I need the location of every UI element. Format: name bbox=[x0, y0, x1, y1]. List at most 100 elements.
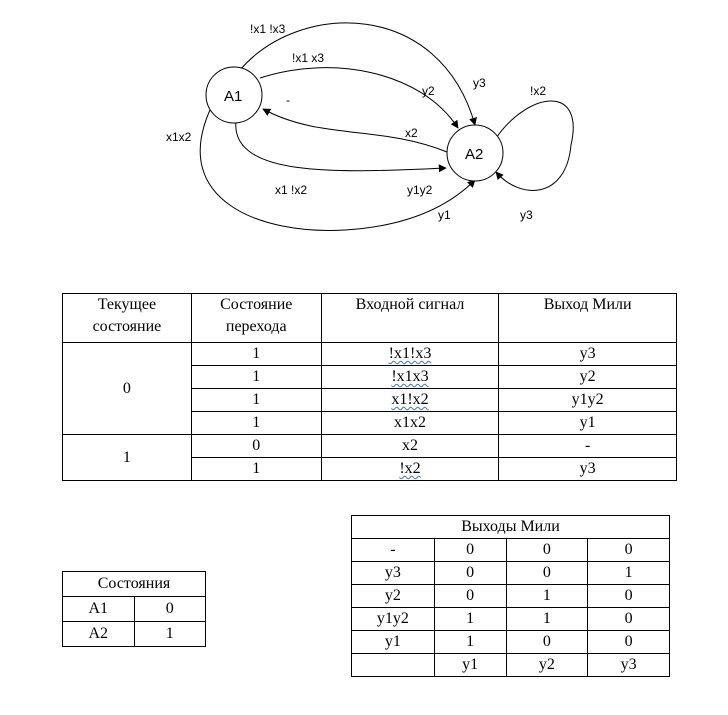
bit-cell: 0 bbox=[587, 630, 670, 654]
state-a1-circle bbox=[205, 66, 263, 124]
state-a2-label: A2 bbox=[465, 146, 483, 163]
bit-cell: 0 bbox=[587, 584, 670, 608]
next-state-cell: 1 bbox=[190, 365, 322, 389]
state-code-cell: 0 bbox=[133, 596, 207, 622]
header-input: Входной сигнал bbox=[320, 293, 500, 343]
mealy-table-title: Выходы Мили bbox=[351, 515, 670, 539]
edge-label-y1: y1 bbox=[438, 208, 451, 222]
bit-cell: 0 bbox=[433, 584, 507, 608]
table-row: 1 !x1x3 y2 bbox=[63, 365, 677, 389]
next-state-cell: 1 bbox=[190, 342, 322, 366]
footer-cell bbox=[351, 653, 435, 677]
input-value: !x1!x3 bbox=[388, 345, 432, 362]
bit-cell: 1 bbox=[433, 630, 507, 654]
edge-a1-a2-not-x1-not-x3 bbox=[239, 22, 477, 126]
output-cell: y3 bbox=[498, 342, 677, 366]
state-name-cell: A1 bbox=[62, 596, 135, 622]
header-next-state: Состояние перехода bbox=[190, 293, 322, 343]
header-current-state-line-1: Текущее bbox=[97, 296, 157, 313]
table-row: 1 !x2 y3 bbox=[63, 457, 677, 481]
input-cell: x2 bbox=[320, 434, 500, 458]
edge-label-y1y2: y1y2 bbox=[407, 183, 433, 197]
table-row: y2 0 1 0 bbox=[351, 584, 670, 608]
next-state-cell: 1 bbox=[190, 411, 322, 435]
input-value: !x2 bbox=[399, 460, 421, 477]
transition-table: Текущее состояние Состояние перехода Вхо… bbox=[62, 293, 677, 481]
bit-cell: 0 bbox=[505, 630, 589, 654]
edge-label-x1-not-x2: x1 !x2 bbox=[275, 183, 307, 197]
table-row: - 0 0 0 bbox=[351, 538, 670, 562]
table-row: 1 0 x2 - bbox=[62, 434, 677, 481]
table-row: y1y2 1 1 0 bbox=[351, 607, 670, 631]
header-next-state-line-1: Состояние bbox=[220, 296, 293, 313]
edge-label-dash: - bbox=[286, 93, 290, 107]
header-current-state-line-2: состояние bbox=[92, 318, 162, 335]
input-value: x1!x2 bbox=[391, 391, 429, 408]
output-name-cell: y1 bbox=[351, 630, 435, 654]
mealy-table-title-row: Выходы Мили bbox=[351, 515, 670, 539]
states-table: Состояния A1 0 A2 1 bbox=[62, 571, 207, 647]
edge-label-not-x1-x3: !x1 x3 bbox=[292, 51, 324, 65]
footer-cell: y2 bbox=[505, 653, 589, 677]
table-row: 0 1 !x1!x3 y3 bbox=[62, 342, 677, 435]
output-cell: y1 bbox=[498, 411, 677, 435]
mealy-outputs-table: Выходы Мили - 0 0 0 y3 0 0 1 y2 0 1 0 y1… bbox=[351, 515, 670, 677]
edge-label-x1x2: x1x2 bbox=[166, 130, 192, 144]
output-cell: y3 bbox=[498, 457, 677, 481]
input-cell: x1!x2 bbox=[320, 388, 500, 412]
bit-cell: 1 bbox=[587, 561, 670, 585]
edge-a2-loop-not-x2 bbox=[495, 100, 574, 191]
state-a1-label: A1 bbox=[224, 88, 242, 105]
edge-label-y3-top: y3 bbox=[473, 76, 486, 90]
bit-cell: 1 bbox=[505, 607, 589, 631]
input-value: !x1x3 bbox=[391, 368, 429, 385]
bit-cell: 0 bbox=[433, 561, 507, 585]
input-cell: x1x2 bbox=[320, 411, 500, 435]
edge-label-y2: y2 bbox=[422, 84, 435, 98]
edge-label-not-x1-not-x3: !x1 !x3 bbox=[250, 22, 286, 36]
current-state-cell: 1 bbox=[62, 434, 192, 481]
current-state-cell: 0 bbox=[62, 342, 192, 435]
footer-cell: y1 bbox=[433, 653, 507, 677]
table-row: A1 0 bbox=[62, 596, 207, 622]
input-cell: !x1x3 bbox=[320, 365, 500, 389]
state-diagram: A1 A2 !x1 !x3 !x1 x3 y3 y2 !x2 - x2 x1x2… bbox=[166, 22, 574, 231]
next-state-cell: 0 bbox=[190, 434, 322, 458]
output-name-cell: y3 bbox=[351, 561, 435, 585]
header-output: Выход Мили bbox=[498, 293, 677, 343]
bit-cell: 1 bbox=[433, 607, 507, 631]
bit-cell: 1 bbox=[505, 584, 589, 608]
bit-cell: 0 bbox=[505, 561, 589, 585]
next-state-cell: 1 bbox=[190, 457, 322, 481]
mealy-table-footer-row: y1 y2 y3 bbox=[351, 653, 670, 677]
bit-cell: 0 bbox=[587, 607, 670, 631]
edge-label-not-x2: !x2 bbox=[530, 84, 546, 98]
header-next-state-line-2: перехода bbox=[225, 318, 287, 335]
output-name-cell: y1y2 bbox=[351, 607, 435, 631]
table-row: 1 x1x2 y1 bbox=[63, 411, 677, 435]
input-cell: !x1!x3 bbox=[320, 342, 500, 366]
edge-label-y3-loop: y3 bbox=[520, 208, 533, 222]
state-a2-circle bbox=[446, 124, 504, 182]
edge-a1-a2-x1x2 bbox=[199, 109, 476, 231]
edge-a1-a2-not-x1-x3 bbox=[259, 67, 459, 129]
output-cell: - bbox=[498, 434, 677, 458]
header-current-state: Текущее состояние bbox=[62, 293, 192, 343]
bit-cell: 0 bbox=[587, 538, 670, 562]
output-cell: y2 bbox=[498, 365, 677, 389]
states-table-title-row: Состояния bbox=[62, 571, 206, 597]
states-table-title: Состояния bbox=[62, 571, 206, 597]
bit-cell: 0 bbox=[505, 538, 589, 562]
output-name-cell: - bbox=[351, 538, 435, 562]
table-row: y1 1 0 0 bbox=[351, 630, 670, 654]
transition-table-header: Текущее состояние Состояние перехода Вхо… bbox=[62, 293, 677, 343]
output-name-cell: y2 bbox=[351, 584, 435, 608]
table-row: A2 1 bbox=[62, 621, 207, 647]
edge-a1-a2-x1-not-x2 bbox=[235, 120, 447, 173]
bit-cell: 0 bbox=[433, 538, 507, 562]
state-code-cell: 1 bbox=[133, 621, 207, 647]
table-row: y3 0 0 1 bbox=[351, 561, 670, 585]
footer-cell: y3 bbox=[587, 653, 670, 677]
next-state-cell: 1 bbox=[190, 388, 322, 412]
state-name-cell: A2 bbox=[62, 621, 135, 647]
